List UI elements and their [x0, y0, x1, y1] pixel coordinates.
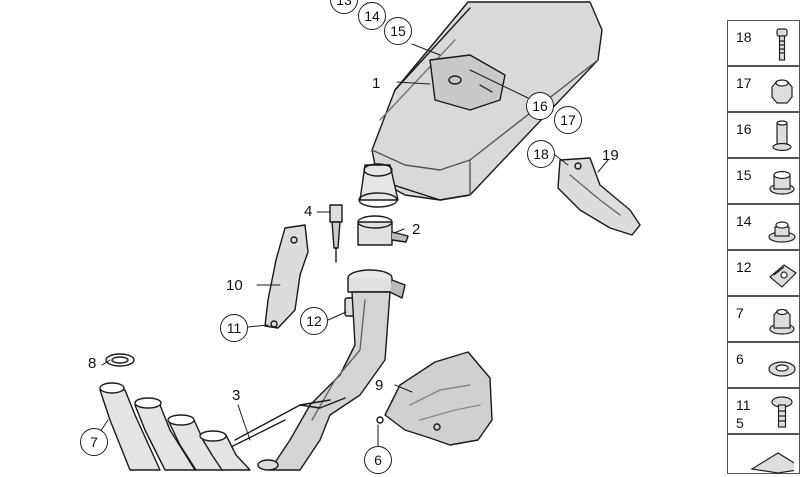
heat-shield-right	[376, 351, 493, 446]
legend-number: 17	[736, 75, 752, 91]
silencer	[371, 1, 603, 201]
part-label-10: 10	[226, 277, 243, 294]
legend-number: 18	[736, 29, 752, 45]
part-callout-14: 14	[358, 2, 386, 30]
callout-text: 13	[336, 0, 352, 8]
callout-text: 7	[90, 434, 98, 450]
legend-row: 17	[727, 66, 800, 112]
sleeve-icon	[772, 120, 792, 152]
screw-icon	[771, 396, 793, 428]
legend-row: 16	[727, 112, 800, 158]
shim-icon	[750, 452, 794, 474]
gasket-ring	[105, 353, 135, 367]
legend-row: 12	[727, 250, 800, 296]
legend-number: 16	[736, 121, 752, 137]
part-callout-7: 7	[80, 428, 108, 456]
legend-number: 15	[736, 167, 752, 183]
leader-lines	[99, 43, 609, 448]
rubber-grommet-icon	[769, 170, 795, 195]
part-callout-11: 11	[220, 314, 248, 342]
nut-icon	[771, 79, 793, 104]
legend-number: 7	[736, 305, 744, 321]
part-label-8: 8	[88, 355, 97, 372]
legend-row: 6	[727, 342, 800, 388]
part-callout-15: 15	[384, 17, 412, 45]
legend-row: 14	[727, 204, 800, 250]
part-label-19: 19	[602, 147, 619, 164]
part-callout-6: 6	[364, 446, 392, 474]
collar-nut-icon	[769, 308, 795, 335]
part-callout-17: 17	[554, 106, 582, 134]
legend-row: 15	[727, 158, 800, 204]
legend-number: 14	[736, 213, 752, 229]
silencer-bracket	[557, 157, 641, 236]
part-label-4: 4	[304, 203, 313, 220]
heat-shield-left	[264, 224, 309, 329]
lambda-sensor	[329, 204, 343, 263]
legend-row: 18	[727, 20, 800, 66]
callout-text: 17	[560, 112, 576, 128]
sealing-ring-icon	[768, 361, 796, 377]
callout-text: 15	[390, 23, 406, 39]
callout-text: 12	[306, 313, 322, 329]
legend-row	[727, 434, 800, 474]
manifold-pipes	[99, 382, 279, 471]
legend-number: 6	[736, 351, 744, 367]
callout-text: 6	[374, 452, 382, 468]
part-callout-16: 16	[526, 92, 554, 120]
outlet-stub	[358, 163, 399, 208]
callout-text: 18	[533, 146, 549, 162]
legend-row: 7	[727, 296, 800, 342]
part-label-1: 1	[372, 75, 381, 92]
legend-row: 11 5	[727, 388, 800, 434]
bolt-icon	[776, 28, 788, 61]
stepped-grommet-icon	[768, 221, 796, 243]
part-callout-18: 18	[527, 140, 555, 168]
clip-nut-icon	[769, 264, 797, 288]
part-callout-12: 12	[300, 307, 328, 335]
part-label-3: 3	[232, 387, 241, 404]
legend-number: 12	[736, 259, 752, 275]
callout-text: 11	[226, 320, 242, 336]
clamp-upper	[357, 215, 409, 246]
legend-number-secondary: 5	[736, 415, 744, 431]
legend-number: 11	[736, 397, 751, 413]
part-label-9: 9	[375, 377, 384, 394]
callout-text: 14	[364, 8, 380, 24]
part-label-2: 2	[412, 221, 421, 238]
callout-text: 16	[532, 98, 548, 114]
